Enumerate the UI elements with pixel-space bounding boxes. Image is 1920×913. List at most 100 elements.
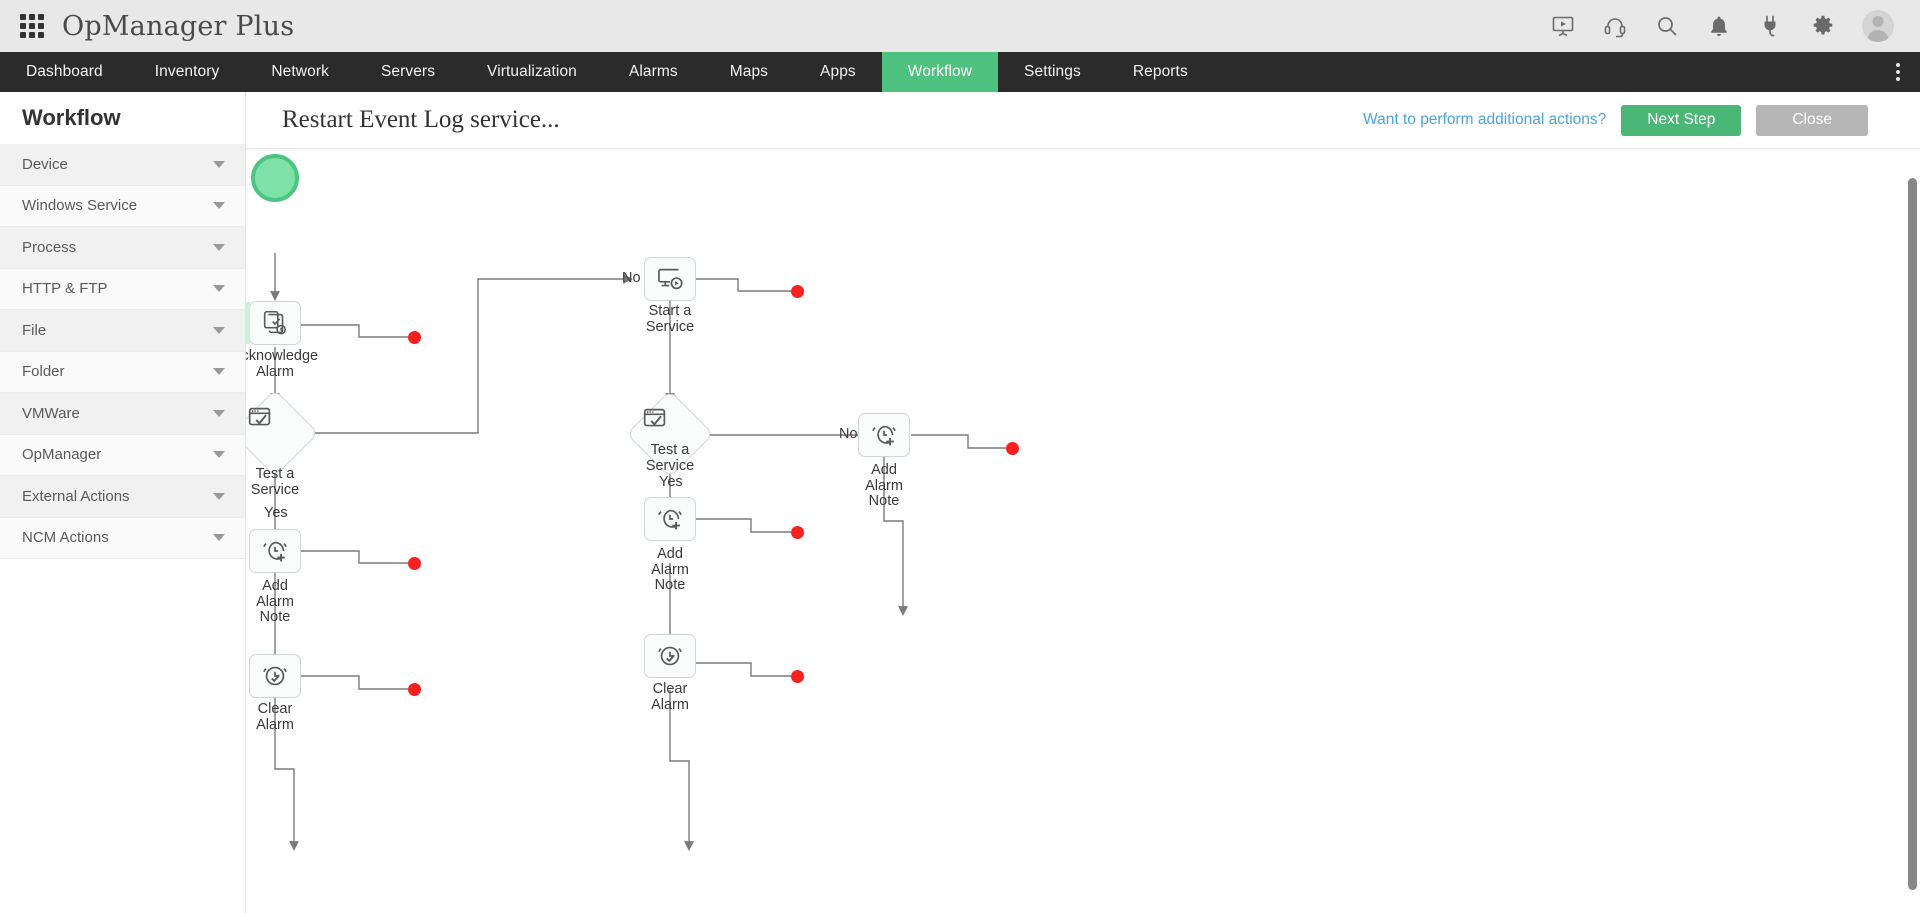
node-test-a-service-1[interactable] [246,389,319,477]
close-button[interactable]: Close [1756,104,1868,136]
sidebar-item-ncm-actions[interactable]: NCM Actions [0,517,245,559]
node-start-a-service[interactable] [644,257,696,301]
nav-item-inventory[interactable]: Inventory [154,63,220,80]
sidebar-item-windows-service[interactable]: Windows Service [0,185,245,227]
label-line: Alarm [651,696,689,713]
sidebar-item-label: Process [22,238,77,256]
workflow-edges [270,253,1006,851]
nav-item-apps[interactable]: Apps [820,63,856,80]
label-line: Acknowledge [246,348,319,364]
vertical-scrollbar[interactable] [1908,178,1917,890]
label-line: Note [259,609,291,625]
sidebar-item-label: HTTP & FTP [22,280,108,298]
nav-item-settings[interactable]: Settings [1024,63,1081,80]
page-title: Restart Event Log service... [282,106,560,133]
node-clear-alarm-2[interactable] [644,634,696,678]
label-line: Add [871,462,897,478]
nav-item-servers[interactable]: Servers [380,63,436,80]
endpoint-dot[interactable] [1006,442,1019,455]
node-label-add-alarm-note-2: Add Alarm Note [610,546,730,594]
chevron-down-icon [213,202,225,210]
label-line: Add [657,546,683,562]
node-add-alarm-note-1[interactable] [249,529,301,573]
sidebar-item-device[interactable]: Device [0,144,245,186]
nav-item-maps[interactable]: Maps [729,63,769,80]
start-node[interactable] [251,154,299,202]
edge-label-no-1: No [622,270,641,286]
user-avatar[interactable] [1862,10,1894,42]
endpoint-dot[interactable] [791,526,804,539]
edge-label-yes-1: Yes [264,505,288,521]
headset-support-icon[interactable] [1602,13,1628,39]
main-navigation: Dashboard Inventory Network Servers Virt… [0,52,1920,92]
node-acknowledge-alarm[interactable] [246,301,301,345]
brand-title: OpManager Plus [62,10,295,42]
chevron-down-icon [213,243,225,251]
sidebar-title: Workflow [22,105,121,130]
label-line: Alarm [256,363,294,380]
nav-item-virtualization[interactable]: Virtualization [487,63,577,80]
gear-settings-icon[interactable] [1810,13,1836,39]
kebab-menu-icon[interactable] [1876,52,1920,92]
label-line: Alarm [865,477,903,494]
sidebar: Workflow Device Windows Service Process … [0,92,246,913]
sidebar-item-process[interactable]: Process [0,227,245,269]
node-add-alarm-note-3[interactable] [858,413,910,457]
label-line: Clear [652,681,688,697]
chevron-down-icon [213,492,225,500]
sidebar-item-http-ftp[interactable]: HTTP & FTP [0,268,245,310]
label-line: Test a [255,466,295,482]
header-actions: Want to perform additional actions? Next… [1363,104,1868,136]
chevron-down-icon [213,534,225,542]
edge-label-no-2: No [839,426,858,442]
sidebar-item-vmware[interactable]: VMWare [0,393,245,435]
node-add-alarm-note-2[interactable] [644,497,696,541]
sidebar-item-opmanager[interactable]: OpManager [0,434,245,476]
nav-item-network[interactable]: Network [271,63,329,80]
label-line: Test a [650,442,690,458]
nav-item-alarms[interactable]: Alarms [628,63,678,80]
node-label-add-alarm-note-3: Add Alarm Note [824,462,944,510]
node-test-a-service-2[interactable] [626,390,714,478]
sidebar-item-label: External Actions [22,487,130,505]
additional-actions-link[interactable]: Want to perform additional actions? [1363,111,1607,128]
sidebar-item-folder[interactable]: Folder [0,351,245,393]
endpoint-dot[interactable] [408,557,421,570]
nav-item-reports[interactable]: Reports [1132,63,1188,80]
sidebar-item-file[interactable]: File [0,310,245,352]
search-icon[interactable] [1654,13,1680,39]
apps-grid-icon[interactable] [20,14,44,38]
top-icon-group [1550,10,1920,42]
bell-notification-icon[interactable] [1706,13,1732,39]
sidebar-item-label: Folder [22,363,65,381]
chevron-down-icon [213,326,225,334]
endpoint-dot[interactable] [791,285,804,298]
sidebar-item-label: Windows Service [22,197,138,215]
endpoint-dot[interactable] [791,670,804,683]
nav-item-dashboard[interactable]: Dashboard [26,63,103,80]
acknowledge-alarm-icon [263,310,286,335]
test-service-icon [248,407,271,426]
presentation-play-icon[interactable] [1550,13,1576,39]
node-clear-alarm-1[interactable] [249,654,301,698]
next-step-button[interactable]: Next Step [1621,104,1742,136]
chevron-down-icon [213,160,225,168]
endpoint-dot[interactable] [408,683,421,696]
label-line: Service [645,318,695,335]
label-line: Alarm [651,561,689,578]
content-header: Restart Event Log service... Want to per… [246,92,1920,149]
label-line: Service [645,457,695,474]
sidebar-item-label: VMWare [22,404,80,422]
sidebar-item-external-actions[interactable]: External Actions [0,476,245,518]
sidebar-item-label: File [22,321,47,339]
workflow-canvas[interactable]: Acknowledge Alarm Test a Service Yes [246,149,1920,913]
sidebar-item-label: Device [22,155,68,173]
sidebar-item-label: OpManager [22,446,102,464]
plug-addon-icon[interactable] [1758,13,1784,39]
nav-item-workflow[interactable]: Workflow [881,52,999,92]
node-label-clear-alarm-1: Clear Alarm [246,701,335,733]
endpoint-dot[interactable] [408,331,421,344]
label-line: Alarm [256,593,294,610]
add-alarm-note-icon [658,509,682,530]
label-line: Clear [257,701,293,717]
